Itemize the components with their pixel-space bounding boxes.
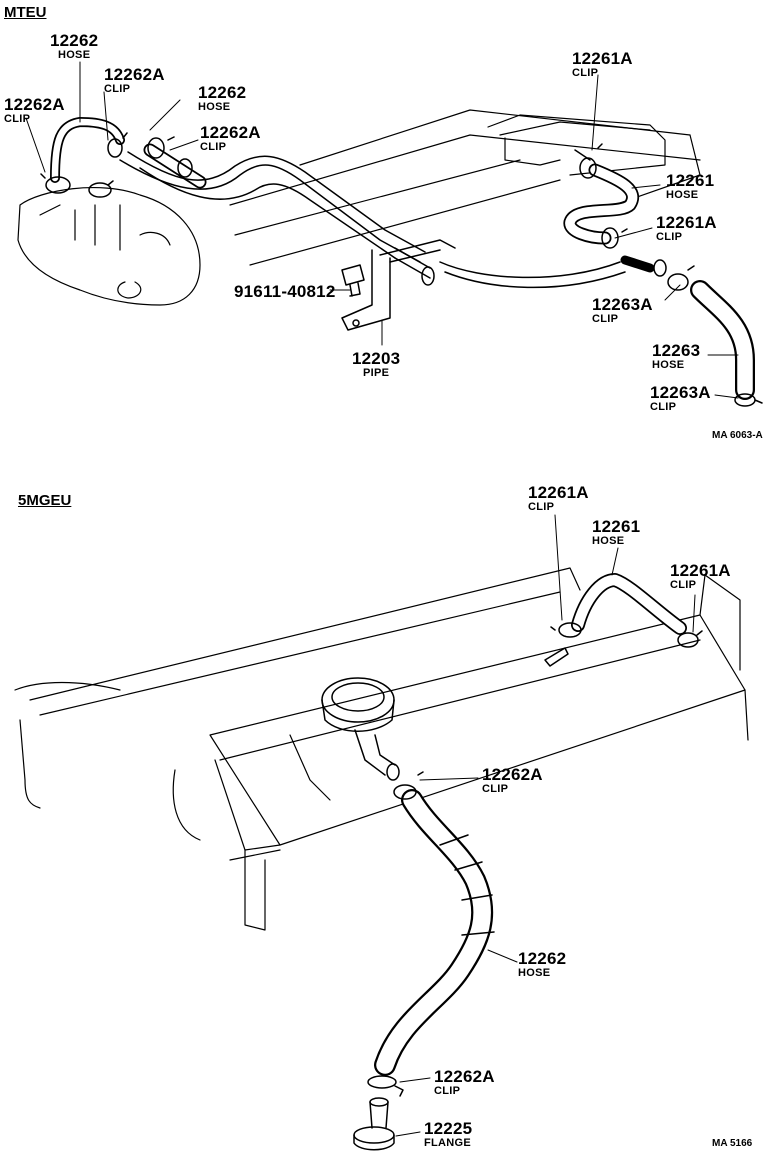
callout-12262a-clip-left: 12262A CLIP [4,96,65,125]
part-number: 12262A [434,1067,495,1086]
part-number: 91611-40812 [234,282,336,301]
part-number: 12261A [670,561,731,580]
part-number: 12262 [518,949,567,968]
part-number: 12203 [352,349,401,368]
part-number: 12263 [652,341,701,360]
5mgeu-oil-cap [321,677,400,781]
part-name: CLIP [200,141,227,153]
callout-12263a-clip-upper: 12263A CLIP [592,296,653,325]
part-name: HOSE [652,359,685,371]
part-number: 12262 [198,83,247,102]
part-number: 12261A [572,49,633,68]
part-number: 12263A [650,383,711,402]
callout-12261a-clip-right: 12261A CLIP [670,562,731,591]
part-number: 12261A [528,483,589,502]
callout-12262a-clip-mid: 12262A CLIP [104,66,165,95]
part-number: 12261A [656,213,717,232]
callout-12263a-clip-lower: 12263A CLIP [650,384,711,413]
part-number: 12262A [482,765,543,784]
callout-12261-hose: 12261 HOSE [592,518,640,547]
part-name: HOSE [592,535,625,547]
part-number: 12262A [200,123,261,142]
part-name: HOSE [57,49,91,61]
callout-12261a-clip-left: 12261A CLIP [528,484,589,513]
callout-12262-hose: 12262 HOSE [518,950,566,979]
part-number: 12263A [592,295,653,314]
callout-12262a-clip-lower: 12262A CLIP [434,1068,495,1097]
part-number: 12262A [4,95,65,114]
callout-12263-hose: 12263 HOSE [652,342,700,371]
part-name: CLIP [670,579,697,591]
5mgeu-hose-art [353,573,703,1151]
part-name: CLIP [656,231,683,243]
drawing-code-top: MA 6063-A [712,430,763,441]
callout-12261a-clip-lower: 12261A CLIP [656,214,717,243]
part-name: HOSE [666,189,699,201]
part-name: CLIP [650,401,677,413]
callout-12262-hose-mid: 12262 HOSE [198,84,246,113]
part-name: HOSE [518,967,551,979]
part-name: CLIP [4,113,31,125]
part-number: 12225 [424,1119,473,1138]
callout-12203-pipe: 12203 PIPE [352,350,400,379]
part-name: CLIP [104,83,131,95]
part-name: CLIP [572,67,599,79]
mteu-engine-outline [17,109,701,306]
section-title-mteu: MTEU [4,4,47,21]
part-name: CLIP [482,783,509,795]
callout-12262-hose-left: 12262 HOSE [50,32,98,61]
callout-12225-flange: 12225 FLANGE [424,1120,472,1149]
part-number: 12261 [666,171,715,190]
callout-12262a-clip-upper: 12262A CLIP [482,766,543,795]
part-number: 12262 [50,31,99,50]
callout-12261-hose: 12261 HOSE [666,172,714,201]
part-name: CLIP [434,1085,461,1097]
part-name: FLANGE [424,1137,472,1149]
part-name: CLIP [528,501,555,513]
part-name: CLIP [592,313,619,325]
part-number: 12261 [592,517,641,536]
section-title-5mgeu: 5MGEU [18,492,72,509]
part-name: PIPE [363,367,390,379]
callout-12261a-clip-top: 12261A CLIP [572,50,633,79]
callout-91611-40812-bolt: 91611-40812 [234,283,335,300]
mteu-leader-lines [25,61,739,399]
part-name: HOSE [198,101,231,113]
5mgeu-leader-lines [395,514,696,1137]
callout-12262a-clip-right: 12262A CLIP [200,124,261,153]
5mgeu-engine-outline [14,567,749,931]
drawing-code-bottom: MA 5166 [712,1138,753,1149]
part-number: 12262A [104,65,165,84]
